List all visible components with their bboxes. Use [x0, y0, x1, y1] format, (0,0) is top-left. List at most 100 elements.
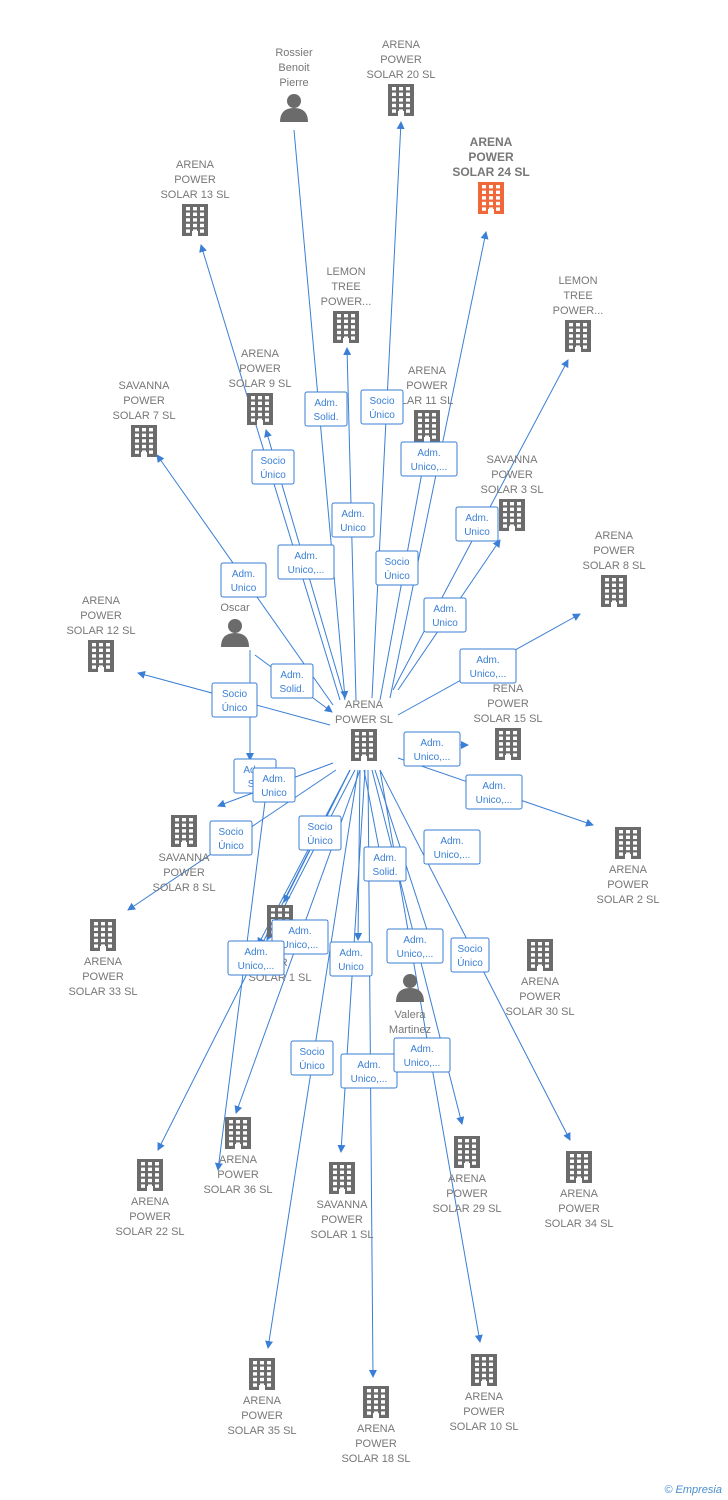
role-box-21[interactable]: Adm.Unico,...: [227, 940, 285, 976]
node-label-s9-2[interactable]: SOLAR 9 SL: [229, 378, 292, 390]
node-label-s36-0[interactable]: ARENA: [219, 1154, 258, 1166]
node-label-s8-2[interactable]: SOLAR 8 SL: [583, 560, 646, 572]
node-label-s13-2[interactable]: SOLAR 13 SL: [160, 189, 229, 201]
node-label-sav7-0[interactable]: SAVANNA: [119, 380, 171, 392]
node-label-sav7-2[interactable]: SOLAR 7 SL: [113, 410, 176, 422]
node-label-s29-0[interactable]: ARENA: [448, 1173, 487, 1185]
node-label-sav7-1[interactable]: POWER: [123, 395, 165, 407]
node-label-lemon1-1[interactable]: TREE: [331, 281, 360, 293]
building-icon-s9[interactable]: [247, 393, 273, 425]
node-label-lemon1-0[interactable]: LEMON: [326, 266, 365, 278]
node-label-s11-1[interactable]: POWER: [406, 380, 448, 392]
node-label-lemon2-2[interactable]: POWER...: [553, 305, 604, 317]
node-label-sav3-2[interactable]: SOLAR 3 SL: [481, 484, 544, 496]
node-label-sav8-0[interactable]: SAVANNA: [159, 852, 211, 864]
node-label-sav8-1[interactable]: POWER: [163, 867, 205, 879]
building-icon-s12[interactable]: [88, 640, 114, 672]
node-label-pe-2[interactable]: Oscar: [220, 602, 250, 614]
building-icon-s22[interactable]: [137, 1159, 163, 1191]
role-box-11[interactable]: Adm.Solid.: [270, 663, 314, 699]
role-box-24[interactable]: Adm.Unico,...: [423, 829, 481, 865]
building-icon-sav7[interactable]: [131, 425, 157, 457]
building-icon-lemon1[interactable]: [333, 311, 359, 343]
node-label-s36-2[interactable]: SOLAR 36 SL: [203, 1184, 272, 1196]
role-box-8[interactable]: Adm.Unico: [220, 562, 267, 598]
node-label-sav1-2[interactable]: SOLAR 1 SL: [311, 1229, 374, 1241]
node-label-s34-0[interactable]: ARENA: [560, 1188, 599, 1200]
node-label-s22-2[interactable]: SOLAR 22 SL: [115, 1226, 184, 1238]
building-icon-s2[interactable]: [615, 827, 641, 859]
node-label-s11-2[interactable]: LAR 11 SL: [401, 395, 453, 407]
node-label-lemon2-0[interactable]: LEMON: [558, 275, 597, 287]
node-label-s22-0[interactable]: ARENA: [131, 1196, 170, 1208]
node-label-rossier-0[interactable]: Rossier: [275, 47, 313, 59]
role-box-14[interactable]: Adm.Unico,...: [465, 774, 523, 810]
node-label-lemon1-2[interactable]: POWER...: [321, 296, 372, 308]
building-icon-s35[interactable]: [249, 1358, 275, 1390]
building-icon-s11[interactable]: [414, 410, 440, 442]
role-box-13[interactable]: Adm.Unico,...: [403, 731, 461, 767]
node-label-s8-0[interactable]: ARENA: [595, 530, 634, 542]
node-label-s33-0[interactable]: ARENA: [84, 956, 123, 968]
node-label-sav3-0[interactable]: SAVANNA: [487, 454, 539, 466]
node-label-sav3-1[interactable]: POWER: [491, 469, 533, 481]
role-box-23[interactable]: Adm.Unico: [329, 941, 373, 977]
person-icon-valera[interactable]: [396, 974, 424, 1002]
node-label-sav1-0[interactable]: SAVANNA: [317, 1199, 369, 1211]
role-box-16[interactable]: Adm.Unico: [252, 767, 296, 803]
node-label-center-0[interactable]: ARENA: [345, 699, 384, 711]
node-label-s30-2[interactable]: SOLAR 30 SL: [505, 1006, 574, 1018]
node-label-s24-0[interactable]: ARENA: [470, 135, 513, 149]
building-icon-sav3[interactable]: [499, 499, 525, 531]
node-label-s15-0[interactable]: RENA: [493, 683, 524, 695]
building-icon-sav1[interactable]: [329, 1162, 355, 1194]
node-label-s20-1[interactable]: POWER: [380, 54, 422, 66]
node-label-s2-0[interactable]: ARENA: [609, 864, 648, 876]
node-label-s9-0[interactable]: ARENA: [241, 348, 280, 360]
role-box-27[interactable]: Adm.Unico,...: [340, 1053, 398, 1089]
node-label-s13-0[interactable]: ARENA: [176, 159, 215, 171]
building-icon-s30[interactable]: [527, 939, 553, 971]
node-label-s12-0[interactable]: ARENA: [82, 595, 121, 607]
node-label-center-1[interactable]: POWER SL: [335, 714, 393, 726]
node-label-s10-1[interactable]: POWER: [463, 1406, 505, 1418]
building-icon-s36[interactable]: [225, 1117, 251, 1149]
node-label-s20-2[interactable]: SOLAR 20 SL: [366, 69, 435, 81]
node-label-s34-2[interactable]: SOLAR 34 SL: [544, 1218, 613, 1230]
node-label-s9-1[interactable]: POWER: [239, 363, 281, 375]
node-label-s13-1[interactable]: POWER: [174, 174, 216, 186]
role-box-19[interactable]: Adm.Solid.: [363, 846, 407, 882]
role-box-28[interactable]: Adm.Unico,...: [393, 1037, 451, 1073]
node-label-s18-0[interactable]: ARENA: [357, 1423, 396, 1435]
node-label-s35-2[interactable]: SOLAR 35 SL: [227, 1425, 296, 1437]
node-label-s15-2[interactable]: SOLAR 15 SL: [473, 713, 542, 725]
node-label-s11-0[interactable]: ARENA: [408, 365, 447, 377]
node-label-s33-2[interactable]: SOLAR 33 SL: [68, 986, 137, 998]
node-label-s10-2[interactable]: SOLAR 10 SL: [449, 1421, 518, 1433]
node-label-lemon2-1[interactable]: TREE: [563, 290, 592, 302]
node-label-s29-1[interactable]: POWER: [446, 1188, 488, 1200]
node-label-s34-1[interactable]: POWER: [558, 1203, 600, 1215]
node-label-s24-1[interactable]: POWER: [468, 150, 514, 164]
node-label-s29-2[interactable]: SOLAR 29 SL: [432, 1203, 501, 1215]
role-box-20[interactable]: Adm.Unico,...: [271, 919, 329, 955]
node-label-s30-1[interactable]: POWER: [519, 991, 561, 1003]
node-label-s2-1[interactable]: POWER: [607, 879, 649, 891]
node-label-s22-1[interactable]: POWER: [129, 1211, 171, 1223]
node-label-s33-1[interactable]: POWER: [82, 971, 124, 983]
node-label-s20-0[interactable]: ARENA: [382, 39, 421, 51]
building-icon-s18[interactable]: [363, 1386, 389, 1418]
building-icon-s13[interactable]: [182, 204, 208, 236]
building-icon-lemon2[interactable]: [565, 320, 591, 352]
role-box-10[interactable]: Adm.Unico,...: [459, 648, 517, 684]
building-icon-center[interactable]: [351, 729, 377, 761]
building-icon-sav8[interactable]: [171, 815, 197, 847]
node-label-sav1-1[interactable]: POWER: [321, 1214, 363, 1226]
node-label-s10-0[interactable]: ARENA: [465, 1391, 504, 1403]
